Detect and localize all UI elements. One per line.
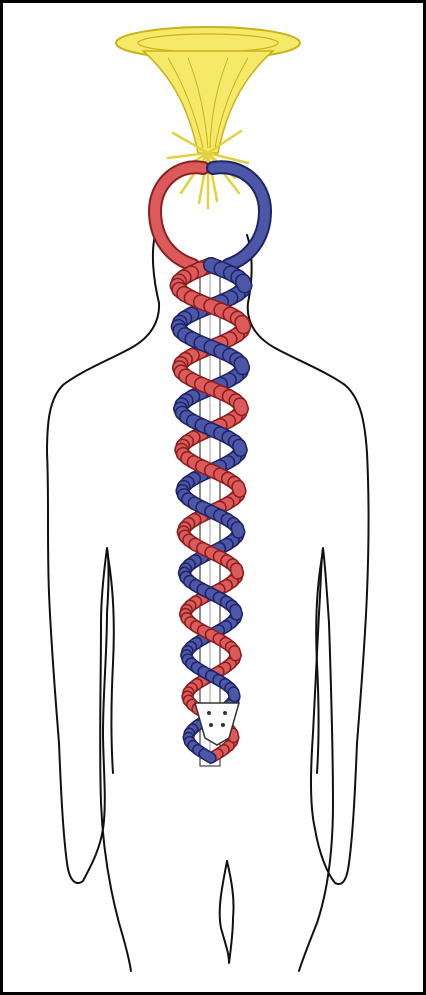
crown-funnel xyxy=(116,27,300,208)
head-loop-blue-fill xyxy=(213,167,265,265)
sacrum-dot xyxy=(207,711,211,715)
blue-helix-segment xyxy=(239,446,240,450)
red-helix-segment xyxy=(238,487,239,491)
sacrum-dot xyxy=(221,723,225,727)
blue-helix-segment xyxy=(234,692,235,696)
right-body-contour xyxy=(247,235,369,971)
blue-helix-segment xyxy=(204,754,211,758)
gluteal-cleft xyxy=(220,861,234,963)
kundalini-diagram xyxy=(3,3,423,992)
red-helix-segment xyxy=(234,651,235,655)
sacrum-dot xyxy=(223,711,227,715)
blue-helix-segment xyxy=(243,281,245,285)
red-helix-segment xyxy=(233,733,234,737)
red-helix-segment xyxy=(236,569,237,573)
head-loop xyxy=(155,167,265,265)
crown-stem xyxy=(143,51,273,153)
red-helix-segment xyxy=(240,405,241,409)
blue-helix-segment xyxy=(237,528,238,532)
blue-helix-segment xyxy=(241,364,242,368)
red-helix-segment xyxy=(242,323,243,327)
blue-helix-segment xyxy=(235,610,236,614)
sacrum-dot xyxy=(209,723,213,727)
left-body-contour xyxy=(47,235,159,971)
